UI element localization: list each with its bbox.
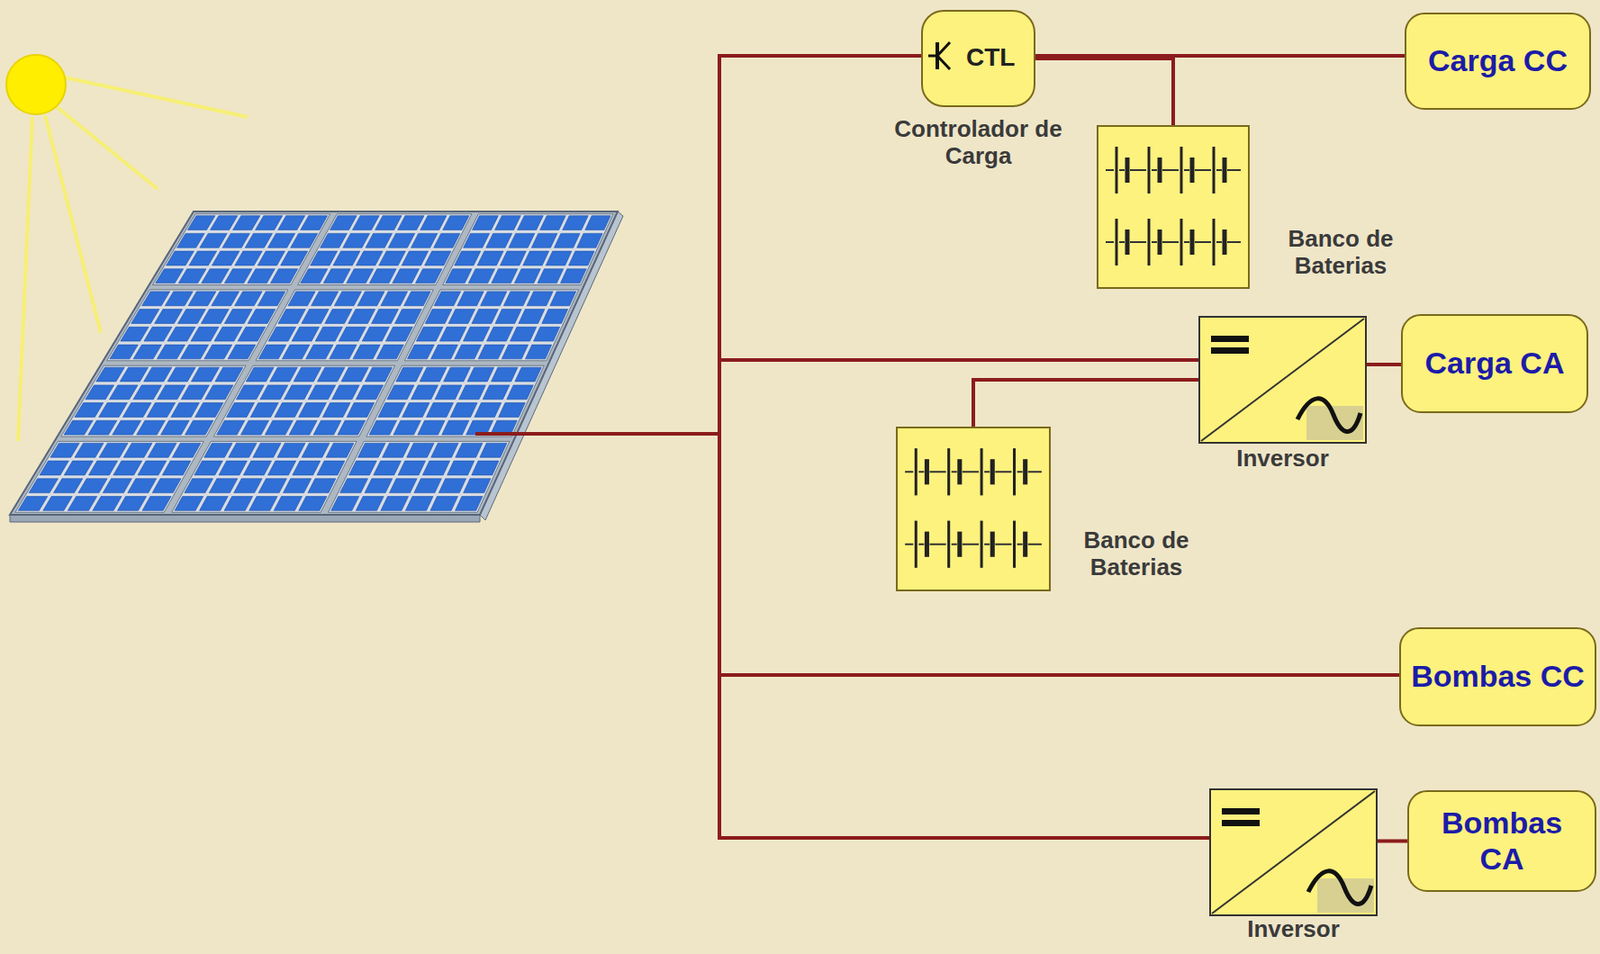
- node-text: Banco de Baterias: [1059, 527, 1213, 582]
- inverter-symbol: [1198, 316, 1367, 444]
- node-text: Bombas CA: [1409, 802, 1595, 880]
- charge-controller: CTLControlador de Carga: [921, 9, 1036, 108]
- inverter: Inversor: [1209, 788, 1378, 917]
- node-text: Carga CC: [1419, 39, 1577, 82]
- solar-panel: [9, 211, 624, 523]
- load-box: Carga CC: [1404, 12, 1591, 110]
- node-text: Inversor: [1189, 445, 1376, 473]
- inverter-symbol: [1209, 788, 1378, 917]
- wire: [1035, 58, 1174, 126]
- node-text: Banco de Baterias: [1264, 225, 1418, 281]
- battery-bank: Banco de Baterias: [895, 426, 1051, 592]
- sun: [6, 54, 248, 442]
- node-text: Carga CA: [1416, 342, 1574, 385]
- node-text: Bombas CC: [1401, 655, 1594, 698]
- load-box: Bombas CC: [1399, 627, 1597, 727]
- battery-symbol: [895, 426, 1051, 592]
- wire: [1377, 840, 1408, 844]
- node-text: CTL: [966, 43, 1015, 73]
- battery-bank: Banco de Baterias: [1096, 125, 1250, 290]
- load-box: Bombas CA: [1407, 790, 1597, 893]
- node-text: Controlador de Carga: [885, 116, 1072, 171]
- wire: [973, 379, 1199, 427]
- battery-symbol: [1096, 125, 1250, 290]
- load-box: Carga CA: [1401, 314, 1589, 414]
- bus-wires: [475, 54, 1411, 841]
- node-text: Inversor: [1200, 916, 1387, 944]
- wire: [1366, 362, 1402, 367]
- inverter: Inversor: [1198, 316, 1367, 444]
